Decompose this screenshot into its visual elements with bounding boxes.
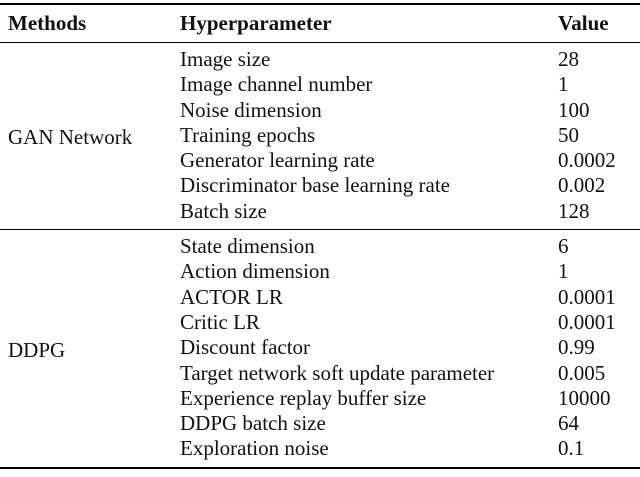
hyperparameter-cell: ACTOR LR	[180, 284, 283, 309]
value-cell: 1	[558, 72, 569, 97]
value-cell: 0.1	[558, 436, 585, 461]
hyperparameter-cell: Image channel number	[180, 72, 373, 97]
value-cell: 0.0001	[558, 284, 616, 309]
table-row: DDPG batch size 64	[0, 411, 640, 436]
table-row: Batch size 128	[0, 199, 640, 230]
hyperparameter-cell: Batch size	[180, 198, 267, 223]
hyperparameter-cell: Discount factor	[180, 335, 311, 360]
header-row: Methods Hyperparameter Value	[0, 4, 640, 43]
table-row: Discount factor 0.99	[0, 335, 640, 360]
hyperparameter-cell: Critic LR	[180, 309, 260, 334]
table-row: Noise dimension 100	[0, 98, 640, 123]
hyperparameter-cell: Generator learning rate	[180, 148, 375, 173]
hyperparameter-cell: Discriminator base learning rate	[180, 173, 450, 198]
table-row: Discriminator base learning rate 0.002	[0, 173, 640, 198]
value-cell: 0.005	[558, 360, 606, 385]
hyperparameter-cell: Training epochs	[180, 122, 316, 147]
table-row: Target network soft update parameter 0.00…	[0, 361, 640, 386]
hyperparameter-cell: State dimension	[180, 234, 315, 259]
table-row: Training epochs 50	[0, 123, 640, 148]
value-cell: 128	[558, 198, 590, 223]
value-cell: 50	[558, 122, 579, 147]
table-row: Critic LR 0.0001	[0, 310, 640, 335]
hyperparameter-cell: Action dimension	[180, 259, 330, 284]
value-cell: 1	[558, 259, 569, 284]
column-header-value: Value	[558, 11, 609, 35]
hyperparameter-cell: DDPG batch size	[180, 411, 326, 436]
table-row: Image channel number 1	[0, 72, 640, 97]
value-cell: 0.99	[558, 335, 595, 360]
table-row: Exploration noise 0.1	[0, 436, 640, 467]
table-row: Experience replay buffer size 10000	[0, 386, 640, 411]
column-header-methods: Methods	[8, 11, 87, 35]
table-row: DDPG State dimension 6	[0, 230, 640, 362]
hyperparameter-table: Methods Hyperparameter Value GAN Network…	[0, 3, 640, 469]
hyperparameter-cell: Noise dimension	[180, 97, 322, 122]
hyperparameter-cell: Image size	[180, 47, 271, 71]
table-row: Generator learning rate 0.0002	[0, 148, 640, 173]
table-row: GAN Network Image size 28	[0, 43, 640, 149]
table-row: Action dimension 1	[0, 259, 640, 284]
table-header: Methods Hyperparameter Value	[0, 4, 640, 43]
value-cell: 0.0001	[558, 309, 616, 334]
value-cell: 100	[558, 97, 590, 122]
hyperparameter-cell: Exploration noise	[180, 436, 329, 461]
hyperparameter-cell: Experience replay buffer size	[180, 385, 427, 410]
value-cell: 28	[558, 47, 579, 71]
column-header-hyperparameter: Hyperparameter	[180, 11, 332, 35]
hyperparameter-cell: Target network soft update parameter	[180, 360, 495, 385]
value-cell: 0.0002	[558, 148, 616, 173]
value-cell: 10000	[558, 385, 611, 410]
value-cell: 6	[558, 234, 569, 259]
method-label: DDPG	[8, 337, 66, 362]
table-row: ACTOR LR 0.0001	[0, 285, 640, 310]
method-label: GAN Network	[8, 125, 133, 150]
value-cell: 0.002	[558, 173, 606, 198]
value-cell: 64	[558, 411, 579, 436]
